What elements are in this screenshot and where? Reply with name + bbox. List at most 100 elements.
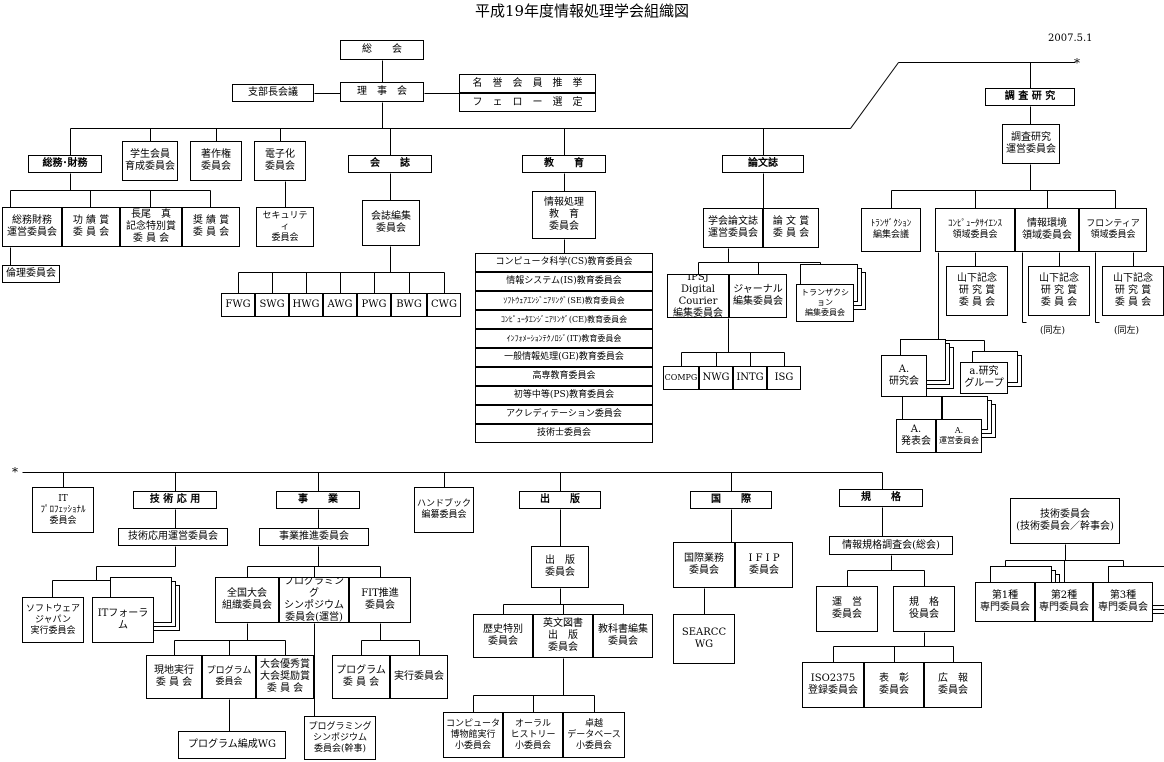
org-node-shibucho: 支部長会議 — [232, 84, 314, 102]
org-node-kaishi_hen: 会誌編集 委員会 — [362, 200, 420, 246]
org-node-ronbunsho: 論 文 賞 委 員 会 — [763, 208, 819, 248]
org-node-k8: 初等中等(PS)教育委員会 — [475, 386, 653, 405]
org-node-yama2: 山下記念 研 究 賞 委 員 会 — [1028, 266, 1090, 316]
org-node-nwg: NWG — [699, 366, 733, 390]
org-node-shu3: 第3種 専門委員会 — [1093, 582, 1153, 622]
org-node-gijutsu_unei: 技術応用運営委員会 — [118, 528, 228, 546]
org-node-k3: ｿﾌﾄｳｪｱｴﾝｼﾞﾆｱﾘﾝｸﾞ(SE)教育委員会 — [475, 291, 653, 310]
org-node-handbook: ハンドブック 編纂委員会 — [414, 487, 474, 533]
org-node-software_japan: ソフトウェア ジャパン 実行委員会 — [22, 597, 84, 643]
org-node-fwg: FWG — [221, 293, 255, 317]
org-node-shu1: 第1種 専門委員会 — [975, 582, 1035, 622]
org-node-programming_kanji: プログラミング シンポジウム 委員会(幹事) — [304, 716, 376, 760]
org-node-trans_hen: ﾄﾗﾝｻﾞｸｼｮﾝ 編集会議 — [861, 208, 921, 252]
org-node-k7: 高専教育委員会 — [475, 367, 653, 386]
org-node-shuppan_i: 出 版 委員会 — [531, 546, 589, 588]
org-node-k9: アクレディテーション委員会 — [475, 405, 653, 424]
org-node-hyosho: 表 彰 委員会 — [864, 662, 924, 708]
org-node-k6: 一般情報処理(GE)教育委員会 — [475, 348, 653, 367]
org-node-compg: COMPG — [663, 366, 699, 390]
org-node-k5: ｲﾝﾌｫﾒｰｼｮﾝﾃｸﾉﾛｼﾞ(IT)教育委員会 — [475, 329, 653, 348]
note-same-as-left: (同左) — [1040, 326, 1066, 336]
org-node-security: セキュリティ 委員会 — [256, 207, 314, 247]
org-node-cwg: CWG — [427, 293, 461, 317]
date-label: 2007.5.1 — [1048, 33, 1093, 44]
org-node-cs_ryoiki: ｺﾝﾋﾟｭｰﾀｻｲｴﾝｽ 領域委員会 — [935, 208, 1015, 252]
org-node-programming_sym: プログラミング シンポジウム 委員会(運営) — [279, 577, 349, 623]
org-node-jigyo_suishin: 事業推進委員会 — [259, 528, 369, 546]
org-node-shu2: 第2種 専門委員会 — [1035, 582, 1093, 622]
org-node-chosaku: 著作権 委員会 — [190, 141, 242, 181]
org-node-meiyo: 名 誉 会 員 推 挙 — [459, 74, 596, 93]
org-node-ifip: I F I P 委員会 — [735, 542, 793, 588]
org-node-kyokasho: 教科書編集 委員会 — [593, 614, 653, 658]
org-node-zenkoku: 全国大会 組織委員会 — [215, 577, 279, 623]
org-node-frontier: フロンティア 領域委員会 — [1079, 208, 1147, 252]
org-node-ipsj_dc: IPSJ Digital Courier 編集委員会 — [667, 274, 729, 318]
org-node-jigyo: 事 業 — [276, 491, 360, 509]
org-node-gakusei: 学生会員 育成委員会 — [122, 141, 178, 181]
org-node-it_forum: ITフォーラム — [92, 597, 154, 643]
org-node-rekishi: 歴史特別 委員会 — [473, 614, 533, 658]
org-node-searcc: SEARCC WG — [673, 614, 735, 664]
org-node-chosa: 調 査 研 究 — [985, 88, 1075, 106]
org-node-ronbun: 論文誌 — [722, 155, 804, 173]
org-node-chosa_unei: 調査研究 運営委員会 — [1002, 124, 1060, 164]
org-node-k10: 技術士委員会 — [475, 424, 653, 443]
org-node-awg: AWG — [323, 293, 357, 317]
note-same-as-left: (同左) — [1114, 326, 1140, 336]
org-node-eibun: 英文図書 出 版 委員会 — [533, 614, 593, 658]
org-node-swg: SWG — [255, 293, 289, 317]
continuation-marker-top: * — [1074, 56, 1080, 70]
org-node-hwg: HWG — [289, 293, 323, 317]
org-node-kikaku: 規 格 — [839, 489, 923, 507]
org-node-takuetsu: 卓越 データベース 小委員会 — [563, 712, 625, 758]
org-node-a_happyo: A. 発表会 — [896, 419, 936, 453]
org-node-computer_hakubutsu: コンピュータ 博物館実行 小委員会 — [443, 712, 503, 758]
org-node-fellow: フ ェ ロ ー 選 定 — [459, 93, 596, 112]
org-node-shuppan: 出 版 — [519, 491, 601, 509]
org-node-a_unei: A. 運営委員会 — [936, 419, 982, 453]
org-node-gijutsu: 技 術 応 用 — [133, 491, 217, 509]
org-node-denshi: 電子化 委員会 — [254, 141, 306, 181]
page-title: 平成19年度情報処理学会組織図 — [474, 2, 690, 20]
org-node-program_wg: プログラム編成WG — [178, 731, 286, 759]
org-node-joho_kyoiku: 情報処理 教 育 委員会 — [532, 191, 596, 239]
org-node-trans_ron: トランザクション 編集委員会 — [796, 284, 854, 322]
org-node-gijutsu_i: 技術委員会 (技術委員会／幹事会) — [1010, 498, 1120, 544]
org-node-journal: ジャーナル 編集委員会 — [729, 274, 787, 318]
org-node-kokusai: 国 際 — [690, 491, 772, 509]
org-node-gakkai_ronbun: 学会論文誌 運営委員会 — [703, 208, 763, 248]
org-node-oral: オーラル ヒストリー 小委員会 — [503, 712, 563, 758]
org-node-rinri: 倫理委員会 — [2, 265, 60, 283]
org-node-it_pro: IT ﾌﾟﾛﾌｪｯｼｮﾅﾙ 委員会 — [32, 487, 94, 533]
org-node-koho: 広 報 委員会 — [924, 662, 982, 708]
org-node-k1: コンピュータ科学(CS)教育委員会 — [475, 253, 653, 272]
org-node-somu: 総務･財務 — [28, 155, 102, 173]
org-node-yama3: 山下記念 研 究 賞 委 員 会 — [1102, 266, 1164, 316]
org-node-program_i: プログラム 委員会 — [202, 655, 256, 699]
connector-line — [850, 62, 899, 129]
org-node-fit: FIT推進 委員会 — [349, 577, 411, 623]
org-node-isg: ISG — [767, 366, 801, 390]
org-node-shoseki: 奨 績 賞 委 員 会 — [182, 207, 240, 247]
org-node-intg: INTG — [733, 366, 767, 390]
org-node-somuzaimu_i: 総務財務 運営委員会 — [2, 207, 62, 247]
org-node-a_kenkyu: A. 研究会 — [881, 355, 927, 397]
org-node-k2: 情報システム(IS)教育委員会 — [475, 272, 653, 291]
org-node-genchi: 現地実行 委 員 会 — [146, 655, 202, 699]
org-node-kikaku_yakuin: 規 格 役員会 — [893, 586, 955, 632]
org-node-joho_kikaku: 情報規格調査会(総会) — [829, 536, 953, 555]
org-node-kaishi: 会 誌 — [348, 155, 432, 173]
org-node-koseki: 功 績 賞 委 員 会 — [62, 207, 120, 247]
org-node-kokusai_gyomu: 国際業務 委員会 — [673, 542, 735, 588]
continuation-marker-bottom: * — [12, 465, 18, 479]
org-node-taikai: 大会優秀賞 大会奨励賞 委 員 会 — [256, 655, 314, 699]
org-node-rijikai: 理 事 会 — [340, 82, 424, 102]
org-node-kyoiku: 教 育 — [522, 155, 606, 173]
org-node-bwg: BWG — [391, 293, 427, 317]
org-node-pwg: PWG — [357, 293, 391, 317]
org-node-fit_program: プログラム 委 員 会 — [332, 655, 390, 699]
org-node-a_group: a.研究 グループ — [960, 362, 1008, 394]
